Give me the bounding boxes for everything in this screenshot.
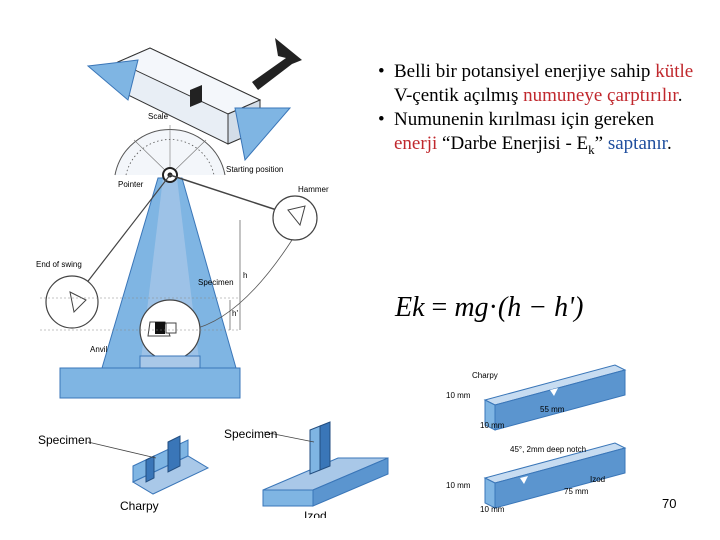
bullet-list: • Belli bir potansiyel enerjiye sahip kü… [378, 60, 698, 162]
hammer-force-arrow [252, 38, 302, 90]
impact-machine-diagram: Scale Starting position Pointer Hammer E… [36, 38, 329, 399]
label-charpy-bar: Charpy [472, 371, 498, 380]
label-55mm: 55 mm [540, 405, 565, 414]
specimen-setups: Specimen Charpy Specimen Izod [38, 421, 389, 518]
charpy-bar [483, 364, 627, 431]
label-izod-bar: Izod [590, 475, 605, 484]
bullet-item-1: • Belli bir potansiyel enerjiye sahip kü… [378, 60, 698, 108]
label-10mm-a: 10 mm [446, 391, 471, 400]
top-beam [86, 47, 292, 162]
bullet-1-part-4: numuneye çarptırılır [523, 85, 678, 106]
bullet-text-2: Numunenin kırılması için gereken enerji … [394, 109, 672, 157]
formula-mg: mg [454, 292, 489, 323]
scale-dial [114, 125, 226, 176]
label-pointer: Pointer [118, 180, 144, 189]
label-h-prime: h' [232, 309, 238, 318]
label-starting-position: Starting position [226, 165, 283, 174]
bullet-1-part-1: Belli bir potansiyel enerjiye sahip [394, 61, 656, 82]
label-specimen-charpy: Specimen [38, 433, 91, 447]
bullet-2-part-6: saptanır [607, 133, 667, 154]
label-anvil: Anvil [90, 345, 108, 354]
label-h: h [243, 271, 247, 280]
bullet-2-part-1: Numunenin kırılması için gereken [394, 109, 655, 130]
bullet-2-part-3: “Darbe Enerjisi - E [437, 133, 589, 154]
machine-base [59, 367, 241, 399]
bullet-1-part-2: kütle [655, 61, 694, 82]
bullet-2-part-5: ” [594, 133, 608, 154]
label-charpy: Charpy [120, 499, 159, 513]
bullet-1-part-3: V-çentik açılmış [394, 85, 524, 106]
label-10mm-d: 10 mm [480, 505, 505, 514]
label-specimen-izod: Specimen [224, 427, 277, 441]
label-hammer: Hammer [298, 185, 329, 194]
bullet-1-part-5: . [677, 85, 683, 106]
formula-equals: = [431, 292, 448, 323]
label-10mm-c: 10 mm [446, 481, 471, 490]
label-specimen: Specimen [198, 278, 234, 287]
izod-setup [262, 421, 389, 507]
bullet-icon: • [378, 109, 385, 130]
label-scale: Scale [148, 112, 169, 121]
formula-lhs: Ek [395, 292, 425, 323]
label-notch: 45°, 2mm deep notch [510, 445, 586, 454]
hammer-start [272, 195, 318, 241]
label-izod: Izod [304, 509, 327, 518]
label-end-of-swing: End of swing [36, 260, 82, 269]
page-number: 70 [662, 496, 677, 511]
label-75mm: 75 mm [564, 487, 589, 496]
bullet-2-part-7: . [666, 133, 672, 154]
energy-formula: Ek = mg·(h − h') [395, 292, 583, 324]
charpy-setup [87, 435, 210, 495]
formula-dot: · [488, 292, 498, 323]
specimen-bars: Charpy 10 mm 55 mm 10 mm 45°, 2mm deep n… [446, 364, 627, 514]
formula-height-term: (h − h') [497, 292, 584, 323]
label-10mm-b: 10 mm [480, 421, 505, 430]
izod-bar [483, 442, 627, 509]
bullet-item-2: • Numunenin kırılması için gereken enerj… [378, 108, 698, 162]
hammer-end [45, 275, 99, 329]
bullet-icon: • [378, 61, 385, 82]
bullet-text-1: Belli bir potansiyel enerjiye sahip kütl… [394, 61, 693, 106]
bullet-2-part-4: k [588, 141, 595, 157]
bullet-2-part-2: enerji [394, 133, 438, 154]
